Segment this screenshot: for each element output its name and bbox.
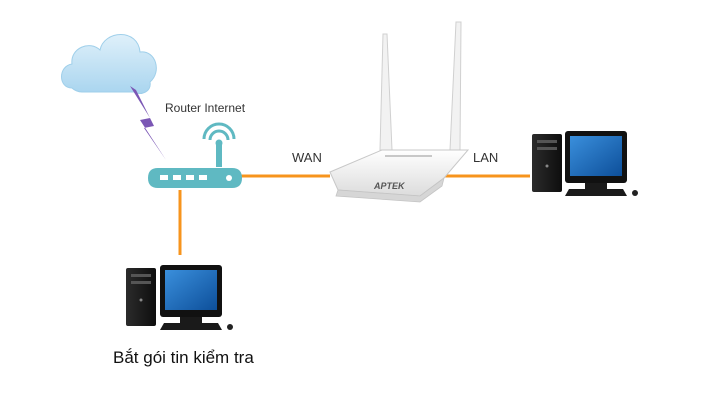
internet-router-icon (148, 122, 242, 188)
lightning-icon (130, 86, 166, 160)
capture-pc-label: Bắt gói tin kiểm tra (113, 348, 254, 367)
router-internet-label: Router Internet (165, 101, 246, 115)
router-brand-logo: APTEK (373, 181, 406, 191)
lan-pc-icon (532, 131, 638, 196)
wifi-router-icon: APTEK (329, 21, 470, 203)
capture-pc-icon (126, 265, 233, 330)
wan-label: WAN (292, 150, 322, 165)
lan-label: LAN (473, 150, 499, 165)
cloud-icon (61, 34, 157, 95)
